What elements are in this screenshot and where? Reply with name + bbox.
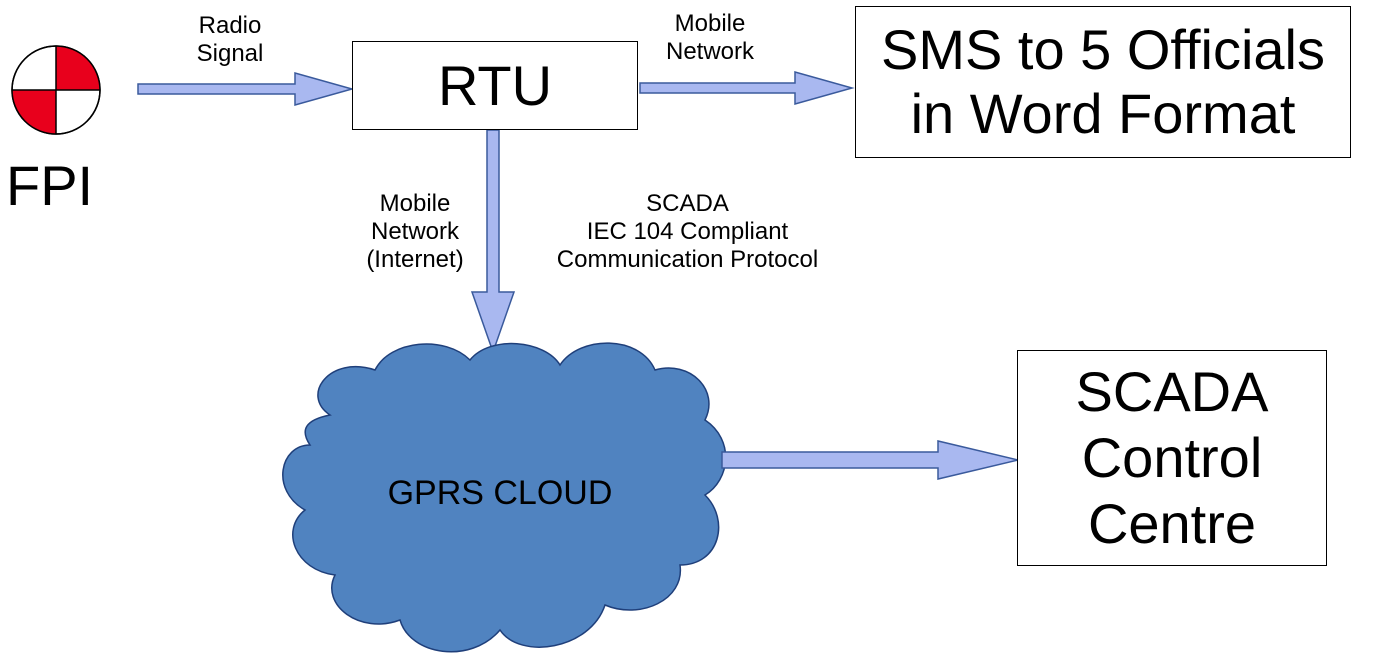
mobile-network-internet-label: Mobile Network (Internet)	[366, 190, 464, 273]
rtu-box: RTU	[352, 41, 638, 130]
fpi-label: FPI	[6, 154, 94, 217]
arrow-rtu-to-cloud	[470, 129, 516, 355]
radio-signal-label: Radio Signal	[196, 12, 264, 67]
mobile-network-label-sms: Mobile Network	[665, 10, 755, 65]
scada-protocol-label: SCADA IEC 104 Compliant Communication Pr…	[556, 190, 819, 273]
scada-control-centre-box: SCADA Control Centre	[1017, 350, 1327, 566]
arrow-rtu-to-sms	[639, 71, 855, 105]
rtu-label: RTU	[437, 53, 553, 117]
scada-control-centre-label: SCADA Control Centre	[1075, 360, 1269, 555]
arrow-cloud-to-scada	[721, 440, 1019, 480]
sms-label: SMS to 5 Officials in Word Format	[880, 18, 1325, 145]
fpi-symbol-icon	[11, 45, 101, 135]
gprs-cloud-label: GPRS CLOUD	[387, 474, 613, 512]
gprs-cloud-shape	[282, 342, 727, 653]
arrow-fpi-to-rtu	[137, 72, 355, 106]
sms-box: SMS to 5 Officials in Word Format	[855, 6, 1351, 158]
